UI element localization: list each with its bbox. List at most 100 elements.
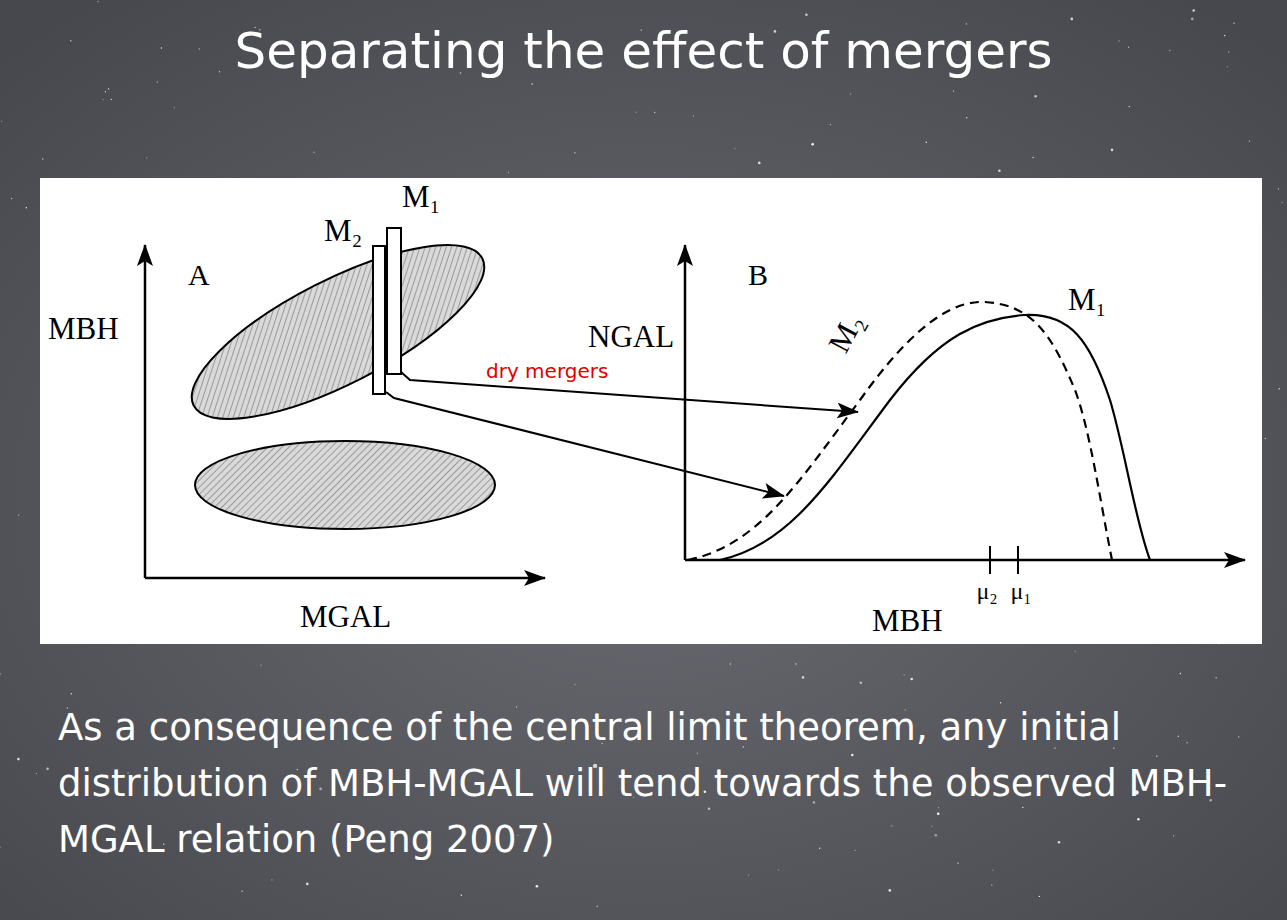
star [1128, 47, 1129, 48]
star [1000, 702, 1001, 703]
star [693, 115, 694, 116]
star [1039, 896, 1040, 897]
star [1228, 51, 1229, 52]
star [0, 846, 1, 847]
star [802, 676, 805, 679]
star [636, 112, 637, 113]
star [957, 863, 958, 864]
star [1278, 188, 1279, 189]
star [1169, 50, 1170, 51]
star [992, 869, 993, 870]
star [854, 850, 855, 851]
star [508, 172, 509, 173]
star [174, 107, 175, 108]
star [1, 121, 2, 122]
star [1265, 438, 1266, 439]
star [26, 207, 27, 208]
star [260, 664, 261, 665]
star [850, 93, 851, 94]
star [1118, 40, 1119, 41]
star [574, 684, 575, 685]
y-axis [144, 245, 147, 578]
star [46, 767, 49, 770]
star [111, 99, 112, 100]
star [531, 83, 532, 84]
star [1191, 18, 1194, 21]
star [105, 91, 106, 92]
star [730, 663, 731, 664]
star [708, 807, 711, 810]
tick-label: μ₁ [1010, 578, 1031, 604]
curve-label: M₁ [1068, 283, 1106, 317]
star [860, 682, 863, 685]
star [36, 773, 37, 774]
star [903, 674, 904, 675]
star [830, 124, 831, 125]
star [1224, 35, 1225, 36]
bin-label: M₂ [324, 214, 362, 248]
star [1058, 841, 1061, 844]
merger-arrow [386, 392, 784, 496]
star [1022, 807, 1023, 808]
x-axis [145, 577, 545, 580]
tick-mu2 [989, 546, 991, 574]
bin-m1 [387, 228, 401, 374]
star [1192, 9, 1195, 12]
star [1279, 388, 1280, 389]
star [937, 812, 940, 815]
star [1178, 736, 1179, 737]
star [1227, 66, 1228, 67]
star [1281, 202, 1282, 203]
star [219, 71, 220, 72]
star [935, 834, 938, 837]
star [1129, 106, 1130, 107]
star [97, 1, 98, 2]
star [1032, 157, 1033, 158]
tick-mu1 [1017, 546, 1019, 574]
star [71, 693, 72, 694]
star [998, 169, 1001, 172]
star [889, 889, 892, 892]
star [1249, 140, 1250, 141]
star [778, 869, 779, 870]
axis-label: MBH [872, 604, 943, 638]
star [851, 754, 854, 757]
star [654, 112, 655, 113]
star [306, 883, 309, 886]
upper-ellipse [170, 212, 506, 452]
star [748, 874, 749, 875]
panel-letter: B [748, 258, 768, 291]
star [758, 162, 761, 165]
star [966, 117, 967, 118]
bin-label: M₁ [402, 180, 440, 214]
star [1137, 818, 1140, 821]
star [1180, 673, 1181, 674]
star [199, 48, 200, 49]
star [103, 99, 104, 100]
star [11, 198, 12, 199]
x-axis [685, 559, 1245, 562]
bin-m2 [373, 246, 385, 394]
star [0, 673, 1, 674]
axis-label: MGAL [300, 600, 391, 634]
lower-ellipse [195, 441, 495, 529]
star [926, 142, 927, 143]
star [146, 157, 147, 158]
star [1233, 23, 1234, 24]
star [1186, 742, 1187, 743]
star [1034, 95, 1037, 98]
star [811, 143, 814, 146]
star [819, 848, 820, 849]
star [574, 152, 575, 153]
star [1215, 677, 1216, 678]
dashed-curve [688, 302, 1112, 560]
star [18, 514, 19, 515]
star [1156, 756, 1157, 757]
star [891, 825, 892, 826]
star [697, 753, 698, 754]
star [991, 884, 992, 885]
star [241, 891, 242, 892]
star [536, 885, 539, 888]
star [953, 90, 954, 91]
star [70, 40, 71, 41]
